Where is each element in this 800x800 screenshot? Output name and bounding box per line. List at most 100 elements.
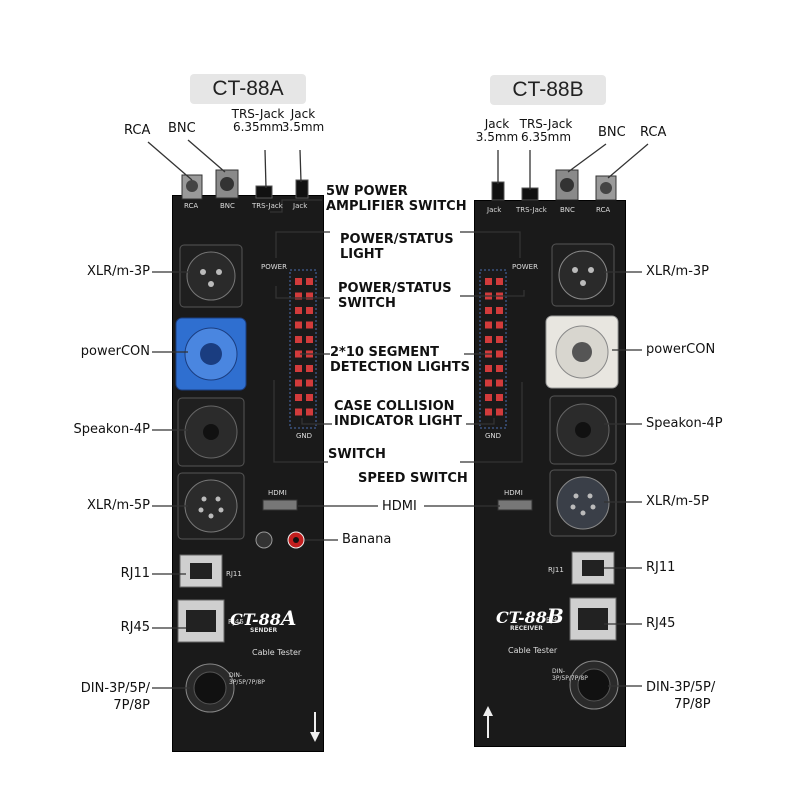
device-a-brand-name: CT-88 [230,610,281,629]
led-segment [485,307,492,314]
device-b-rj45-text: RJ45 [546,616,562,624]
device-b-top-rca-connector [595,175,617,201]
label-left-speakon: Speakon-4P [73,422,150,437]
label-collision-light: CASE COLLISION INDICATOR LIGHT [334,399,462,429]
led-segment [485,278,492,285]
label-right-rca: RCA [640,125,667,140]
device-a-banana-jacks [255,531,305,549]
led-segment [306,394,313,401]
label-hdmi: HDMI [382,499,417,514]
model-title-right: CT-88B [490,75,606,105]
device-b-top-bnc-connector [555,169,579,201]
label-left-rj11: RJ11 [120,566,150,581]
led-segment [306,321,313,329]
device-b-gnd-text: GND [485,432,502,440]
led-segment [306,365,313,372]
device-a-din-text: DIN-3P/5P/7P/8P [229,672,265,686]
device-b-led-columns [479,269,507,429]
led-segment [496,336,503,343]
led-segment [496,408,503,416]
device-b-role-text: RECEIVER [510,625,543,632]
led-segment [496,365,503,372]
label-power-light-line2: LIGHT [340,247,384,262]
led-segment [306,278,313,285]
label-right-din-line2: 7P/8P [674,697,711,712]
label-amp-switch-line1: 5W POWER [326,184,408,199]
device-a-hdmi-text: HDMI [268,489,287,497]
led-segment [496,278,503,285]
label-speed-switch: SPEED SWITCH [358,471,468,486]
device-a-rj11-port [179,554,223,588]
led-segment [485,394,492,401]
device-b-hdmi-text: HDMI [504,489,523,497]
label-left-din-line2: 7P/8P [113,698,150,713]
device-a-down-arrow-icon [310,712,320,742]
label-left-rj45: RJ45 [120,620,150,635]
device-a-xlr-5p-port [177,472,245,540]
label-left-xlr-3p: XLR/m-3P [86,264,150,279]
label-segment-lights: 2*10 SEGMENT DETECTION LIGHTS [330,345,470,375]
callout-lines [147,139,649,689]
led-segment [485,379,492,387]
device-a-hdmi-port [262,499,298,511]
label-segment-line2: DETECTION LIGHTS [330,360,471,375]
led-segment [485,321,492,329]
led-segment [306,292,313,300]
label-amp-switch: 5W POWER AMPLIFIER SWITCH [326,184,467,214]
device-a-top-trs-text: TRS-Jack [252,202,283,210]
device-a-top-rca-text: RCA [184,202,199,210]
led-segment [485,336,492,343]
device-b-rj45-port [569,597,617,641]
device-b-speakon-port [549,395,617,465]
device-a-role-text: SENDER [250,627,278,634]
led-segment [306,336,313,343]
label-right-xlr-5p: XLR/m-5P [646,494,710,509]
device-a-brand-suffix: A [280,606,297,630]
device-a-top-trs-connector [255,185,273,199]
label-power-status-light: POWER/STATUS LIGHT [340,232,454,262]
device-b-powercon-port [545,315,619,389]
device-a-rj45-text: RJ45 [228,618,244,626]
label-left-jack: Jack 3.5mm [280,108,326,134]
led-segment [485,365,492,372]
label-amp-switch-line2: AMPLIFIER SWITCH [326,199,467,214]
device-a-top-bnc-text: BNC [220,202,235,210]
device-a-top-jack-text: Jack [293,202,308,210]
led-segment [306,307,313,314]
label-right-din-line1: DIN-3P/5P/ [646,680,716,695]
device-b-top-bnc-text: BNC [560,206,575,214]
label-right-trs-jack-line1: TRS-Jack [519,117,573,131]
device-a-top-rca-connector [181,174,203,200]
device-a-led-columns [289,269,317,429]
label-right-rj11: RJ11 [646,560,676,575]
led-segment [295,365,302,372]
device-a-brand: CT-88A [230,606,296,630]
device-b-brand-name: CT-88 [496,608,547,627]
label-power-switch-line2: SWITCH [338,296,396,311]
label-right-jack: Jack 3.5mm [474,118,520,144]
led-segment [295,292,302,300]
device-b-din-port [569,660,619,710]
led-segment [295,278,302,285]
device-b-rj11-text: RJ11 [548,566,564,574]
led-segment [295,321,302,329]
device-b-din-text: DIN-3P/5P/7P/8P [552,668,588,682]
led-segment [306,379,313,387]
device-a-top-bnc-connector [215,169,239,199]
led-segment [295,408,302,416]
label-left-din: DIN-3P/5P/ 7P/8P [60,680,150,714]
device-b-top-rca-text: RCA [596,206,611,214]
device-a-speakon-port [177,397,245,467]
device-b-top-jack-connector [491,181,505,201]
label-collision-line1: CASE COLLISION [334,399,455,414]
device-b-hdmi-port [497,499,533,511]
label-power-status-switch: POWER/STATUS SWITCH [338,281,452,311]
label-right-speakon: Speakon-4P [646,416,723,431]
led-segment [496,307,503,314]
label-right-trs-jack-line2: 6.35mm [520,130,572,144]
led-segment [295,307,302,314]
device-b-brand: CT-88B [496,604,564,628]
label-right-jack-line1: Jack [484,117,510,131]
label-left-jack-line2: 3.5mm [281,120,325,134]
